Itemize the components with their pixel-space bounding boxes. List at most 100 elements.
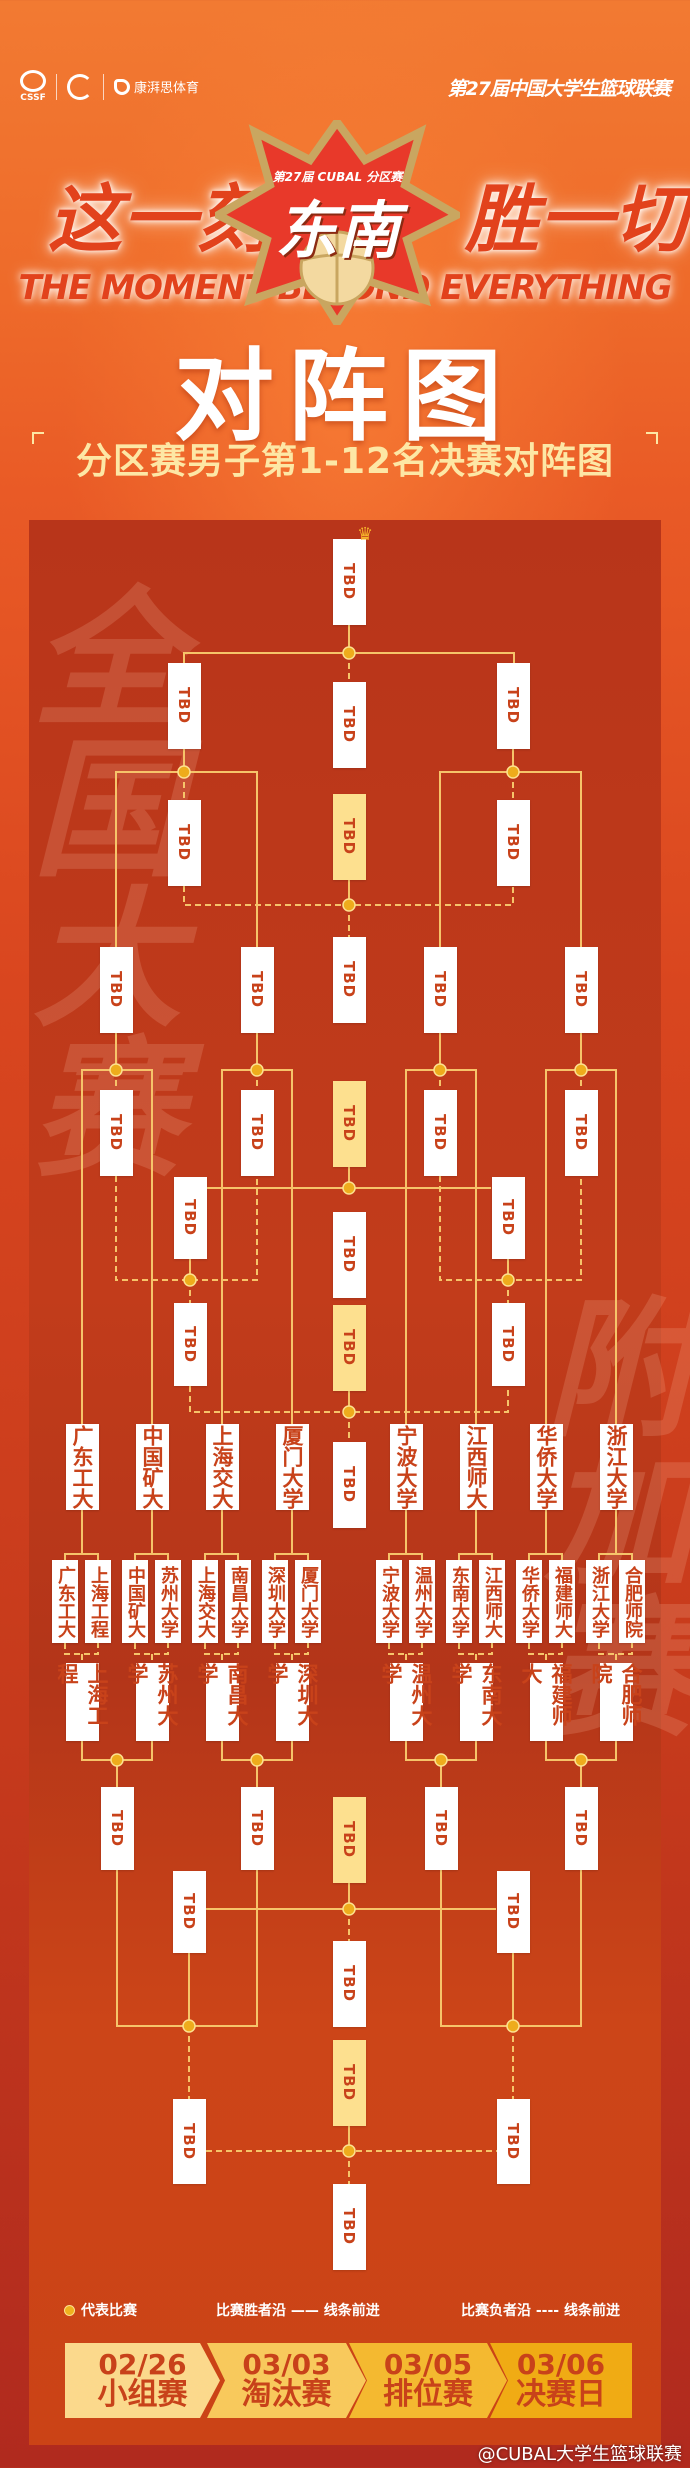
placement-box: TBD	[173, 1177, 207, 1259]
legend-match: 代表比赛	[64, 2300, 137, 2320]
match-result-box: TBD	[332, 1212, 366, 1298]
match-node-icon	[574, 1063, 588, 1077]
match-node-icon	[574, 1753, 588, 1767]
slogan-right: 胜一切	[465, 177, 687, 263]
stage-name: 排位赛	[383, 2377, 473, 2413]
loser-path-line	[64, 1643, 99, 1655]
team-box: 宁波大学	[389, 1424, 423, 1510]
team-box: 广东工大	[65, 1424, 99, 1510]
placement-box: TBD	[172, 1871, 206, 1953]
match-node-icon	[501, 1273, 515, 1287]
stage-date: 03/05	[383, 2348, 473, 2382]
match-node-icon	[342, 1405, 356, 1419]
legend-winner: 比赛胜者沿 —— 线条前进	[216, 2303, 380, 2319]
match-node-icon	[342, 1181, 356, 1195]
crown-icon: ♛	[357, 524, 374, 545]
sponsor-logo: 康湃思体育	[114, 77, 199, 96]
team-box: 厦门大学	[275, 1424, 309, 1510]
team-box: 东南大学	[446, 1560, 472, 1643]
stage-date: 02/26	[98, 2348, 187, 2382]
quarterfinal-winner-box: TBD	[564, 947, 598, 1033]
team-box: 华侨大学	[516, 1560, 542, 1643]
subtitle: 分区赛男子第1-12名决赛对阵图	[75, 441, 615, 482]
match-dot-icon	[64, 2304, 75, 2316]
match-node-icon	[433, 1063, 447, 1077]
stage-name: 决赛日	[516, 2377, 606, 2413]
divider	[56, 73, 57, 100]
match-node-icon	[342, 646, 356, 660]
placement-box: TBD	[496, 1871, 530, 1953]
sponsor-logos: CSSF 康湃思体育	[20, 70, 199, 103]
stage-date: 03/06	[516, 2348, 606, 2382]
loser-path-line	[134, 1643, 169, 1655]
loser-path-line	[274, 1643, 309, 1655]
team-box: 深圳大学	[265, 1663, 319, 1741]
quarterfinal-loser-box: TBD	[423, 1090, 457, 1176]
winner-path-line	[528, 1553, 563, 1560]
corner-decoration	[32, 432, 44, 444]
cssf-logo: CSSF	[20, 70, 46, 103]
loser-path-line	[388, 1643, 423, 1655]
playoff-winner-box: TBD	[100, 1787, 134, 1870]
team-box: 南昌大学	[225, 1560, 251, 1643]
team-box: 温州大学	[379, 1663, 433, 1741]
team-box: 福建师大	[519, 1663, 573, 1741]
match-node-icon	[342, 898, 356, 912]
match-result-box: TBD	[332, 682, 366, 768]
team-box: 深圳大学	[262, 1560, 288, 1643]
match-node-icon	[182, 2019, 196, 2033]
loser-path-line	[458, 1643, 493, 1655]
match-node-icon	[109, 1063, 123, 1077]
match-node-icon	[434, 1753, 448, 1767]
match-result-box: TBD	[332, 937, 366, 1023]
quarterfinal-winner-box: TBD	[99, 947, 133, 1033]
placement-result-box: TBD	[332, 1081, 366, 1167]
team-box: 宁波大学	[376, 1560, 402, 1643]
playoff-winner-box: TBD	[564, 1787, 598, 1870]
quarterfinal-winner-box: TBD	[240, 947, 274, 1033]
match-node-icon	[110, 1753, 124, 1767]
placement-result-box: TBD	[332, 2040, 366, 2126]
match-node-icon	[342, 2144, 356, 2158]
loser-path-line	[528, 1643, 563, 1655]
semifinal-loser-box: TBD	[496, 800, 530, 886]
page-title: 对阵图	[174, 338, 516, 455]
subtitle-banner: 分区赛男子第1-12名决赛对阵图	[32, 432, 658, 484]
semifinal-box: TBD	[496, 663, 530, 749]
team-box: 东南大学	[449, 1663, 503, 1741]
team-box: 苏州大学	[155, 1560, 181, 1643]
quarterfinal-loser-box: TBD	[99, 1090, 133, 1176]
placement-result-box: TBD	[332, 1797, 366, 1883]
winner-path-line	[458, 1553, 493, 1560]
team-box: 华侨大学	[529, 1424, 563, 1510]
playoff-winner-box: TBD	[424, 1787, 458, 1870]
quarterfinal-winner-box: TBD	[423, 947, 457, 1033]
placement-box: TBD	[491, 1177, 525, 1259]
badge-subtitle: 第27届 CUBAL 分区赛	[272, 170, 403, 184]
weibo-watermark: @CUBAL大学生篮球联赛	[477, 2444, 682, 2465]
divider	[103, 73, 104, 100]
team-box: 上海工程	[85, 1560, 111, 1643]
team-box: 南昌大学	[195, 1663, 249, 1741]
loser-path-line	[204, 1643, 239, 1655]
badge-star-icon	[209, 115, 466, 331]
team-box: 浙江大学	[586, 1560, 612, 1643]
match-node-icon	[177, 765, 191, 779]
placement-box: TBD	[173, 1303, 207, 1386]
quarterfinal-loser-box: TBD	[564, 1090, 598, 1176]
placement-result-box: TBD	[332, 794, 366, 880]
team-box: 中国矿大	[122, 1560, 148, 1643]
league-name: 第27届中国大学生篮球联赛	[447, 78, 671, 100]
match-node-icon	[342, 1902, 356, 1916]
team-box: 江西师大	[479, 1560, 505, 1643]
stage-name: 小组赛	[97, 2377, 188, 2413]
semifinal-loser-box: TBD	[167, 800, 201, 886]
winner-path-line	[134, 1553, 169, 1560]
match-node-icon	[506, 765, 520, 779]
playoff-winner-box: TBD	[240, 1787, 274, 1870]
match-node-icon	[250, 1063, 264, 1077]
